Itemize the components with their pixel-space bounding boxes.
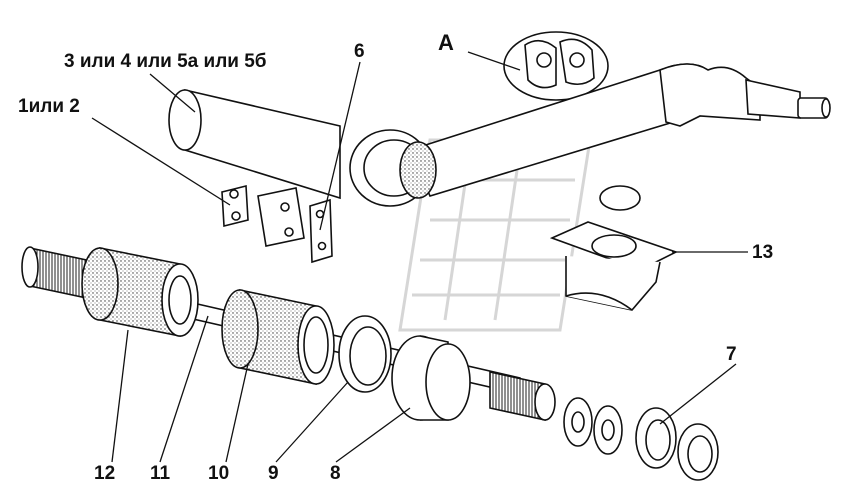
callout-13: 13 — [752, 242, 774, 263]
part-3-tube — [168, 88, 341, 200]
callout-1-or-2: 1или 2 — [18, 96, 80, 117]
bracket-part — [257, 187, 305, 247]
part-8-seal — [391, 335, 471, 421]
callout-8: 8 — [330, 463, 341, 484]
callout-11: 11 — [150, 463, 171, 484]
view-a-label: A — [438, 30, 454, 55]
part-7-seal-rings — [635, 407, 719, 481]
callout-7: 7 — [726, 344, 737, 365]
callout-10: 10 — [208, 463, 230, 484]
detail-a-view — [503, 31, 609, 101]
steering-knuckle-beam — [349, 63, 831, 207]
part-6-plate — [309, 198, 333, 264]
part-9-ring — [338, 315, 392, 393]
part-12-bushing — [81, 247, 199, 337]
callout-9: 9 — [268, 463, 279, 484]
part-13-bracket — [549, 185, 679, 311]
callout-3-4-5a-5b: 3 или 4 или 5а или 5б — [64, 51, 267, 72]
part-1-shim — [221, 184, 249, 228]
callout-12: 12 — [94, 463, 116, 484]
leader-lines — [91, 51, 748, 463]
callout-6: 6 — [354, 41, 365, 62]
washers — [563, 397, 623, 455]
part-10-bushing — [221, 289, 335, 385]
